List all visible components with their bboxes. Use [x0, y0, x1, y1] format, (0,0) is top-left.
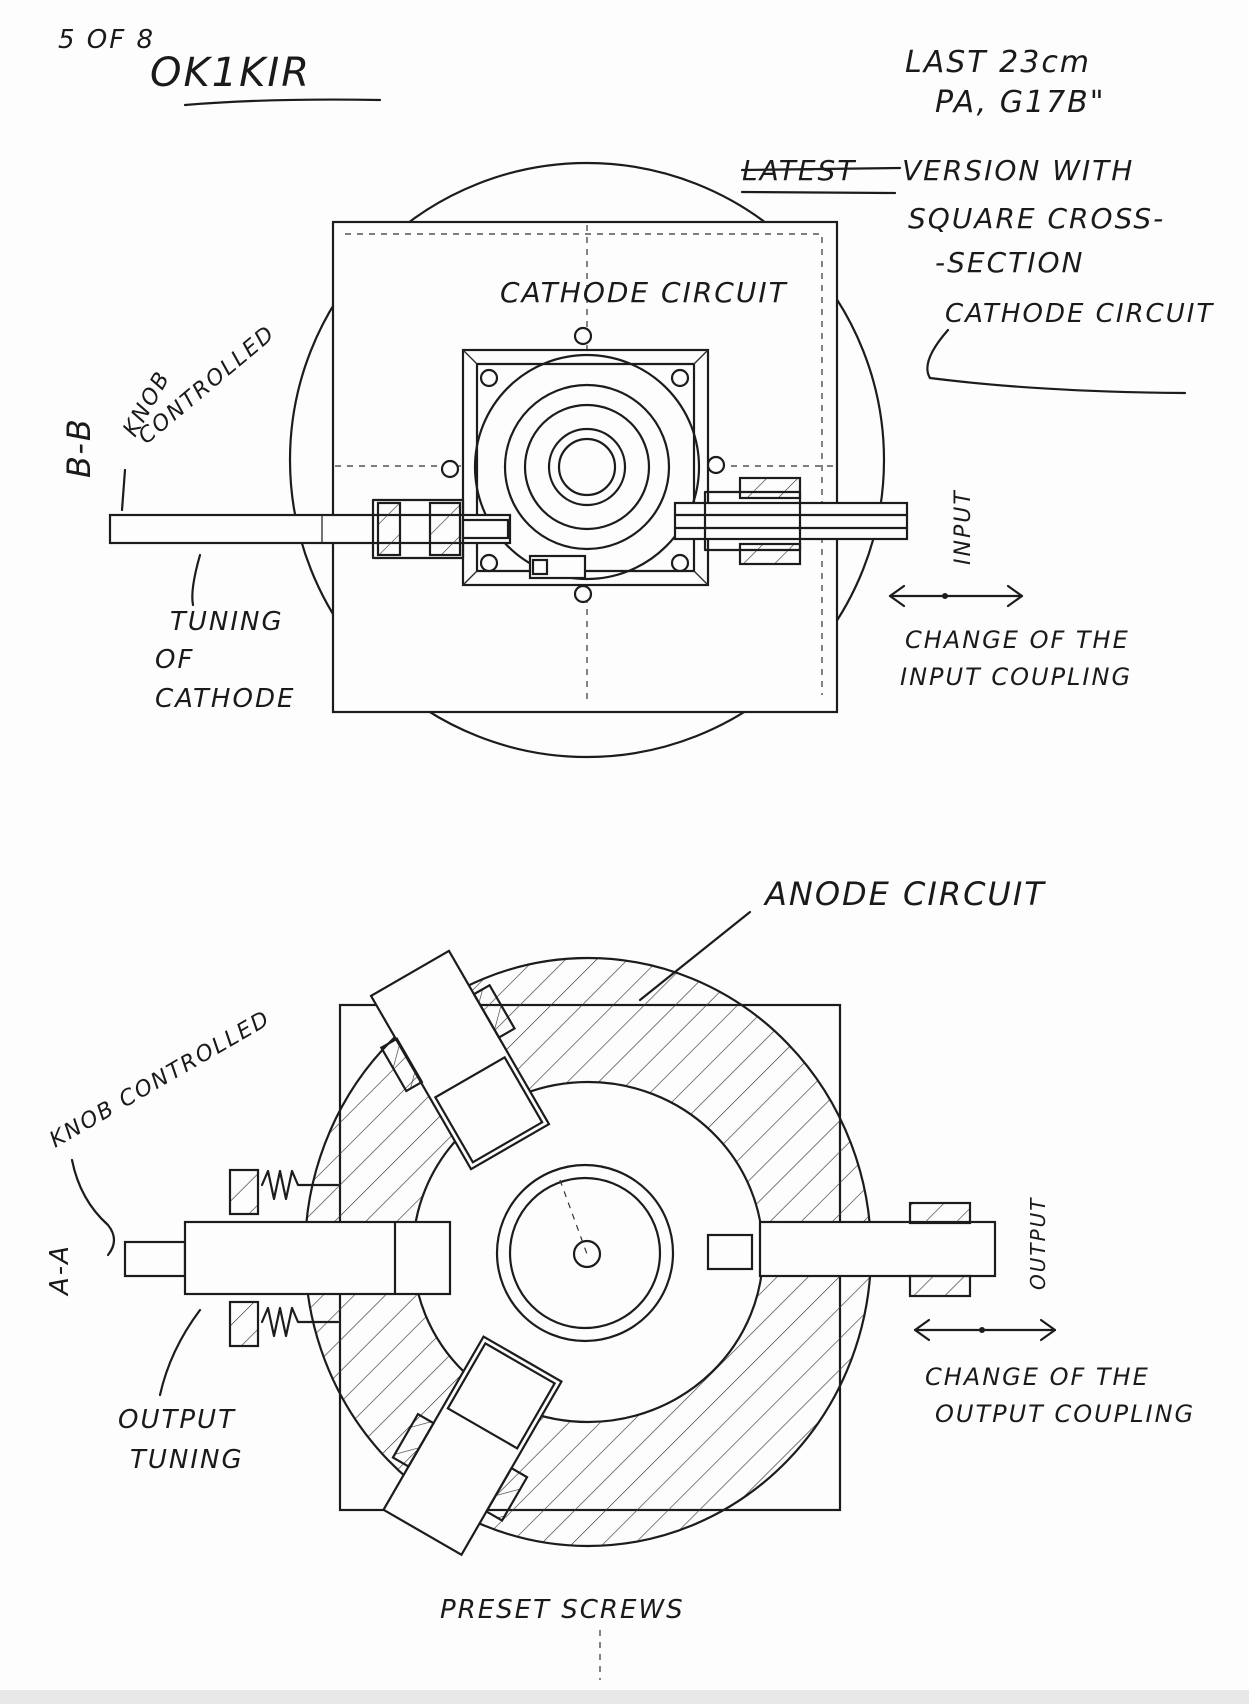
coax-collar [703, 490, 802, 552]
cavity-outline-circle [288, 161, 886, 759]
spring-upper-icon [228, 1168, 340, 1216]
bushing-hatch [428, 501, 462, 557]
coupling-probe [706, 1233, 754, 1271]
square-plate [331, 220, 839, 714]
preset-block-lower [382, 1335, 563, 1557]
coax-clamp [738, 542, 802, 566]
header-line-2: PA, G17B" [935, 85, 1106, 120]
output-tuning-line-1: OUTPUT [118, 1405, 236, 1435]
box-corner-line [693, 349, 709, 365]
screw-icon [670, 553, 690, 573]
version-underline [740, 190, 897, 195]
box-corner-line [462, 349, 478, 365]
version-bracket [926, 328, 1187, 395]
output-coupling-arrow-icon [913, 1318, 1057, 1342]
output-coax [758, 1220, 997, 1278]
version-line-1: VERSION WITH [902, 154, 1134, 187]
cathode-ring-outer [473, 353, 701, 581]
cathode-ring-5 [557, 437, 617, 497]
output-clamp [908, 1274, 972, 1298]
version-line-3: -SECTION [935, 246, 1084, 279]
bushing-hatch [376, 501, 402, 557]
knob-leader-bottom [70, 1158, 116, 1257]
anode-leader [638, 910, 752, 1002]
tuning-label-line-1: TUNING [170, 607, 284, 637]
bottom-view-anode: ANODE CIRCUIT KNOB CONTROLLED A-A OUTPUT… [45, 875, 1195, 1680]
adjuster-hatch [531, 558, 549, 576]
shaft-tip [461, 518, 510, 540]
cathode-circuit-label: CATHODE CIRCUIT [500, 276, 788, 309]
cathode-ring-4 [547, 427, 627, 507]
input-coax [673, 501, 909, 541]
author-underline [183, 98, 382, 107]
screw-icon [479, 553, 499, 573]
page-number: 5 OF 8 [58, 25, 155, 55]
box-corner-line [693, 570, 709, 586]
screw-icon [706, 455, 726, 475]
section-label-bb: B-B [60, 417, 98, 478]
preset-screws-label: PRESET SCREWS [440, 1595, 685, 1625]
spring-lower-icon [228, 1300, 340, 1348]
screw-icon [440, 459, 460, 479]
input-coupling-arrow-icon [888, 584, 1024, 608]
header: 5 OF 8 OK1KIR LAST 23cm PA, G17B" [58, 25, 1106, 120]
anode-tube-ring-2 [508, 1176, 662, 1330]
output-tuning-knob [123, 1240, 187, 1278]
top-view-cathode: CATHODE CIRCUIT LATEST VERSION WITH SQUA… [60, 154, 1214, 759]
tuning-label-line-3: CATHODE [155, 684, 295, 714]
anode-center-line [559, 1179, 588, 1255]
input-coupling-line-1: CHANGE OF THE [905, 626, 1130, 654]
header-line-1: LAST 23cm [905, 45, 1091, 80]
knob-controlled-label: KNOB CONTROLLED [46, 1006, 276, 1153]
anode-circuit-label: ANODE CIRCUIT [763, 875, 1046, 913]
cathode-ring-2 [503, 383, 671, 551]
knob-leader [120, 468, 127, 512]
anode-center-pin [572, 1239, 602, 1269]
screw-icon [573, 584, 593, 604]
output-tuning-rod [183, 1220, 452, 1296]
version-line-2: SQUARE CROSS- [908, 202, 1165, 235]
plate-inner-dashed [345, 233, 823, 695]
screw-icon [479, 368, 499, 388]
output-tuning-line-2: TUNING [130, 1445, 244, 1475]
input-coupling-line-2: INPUT COUPLING [900, 663, 1132, 691]
output-clamp [908, 1201, 972, 1225]
cathode-ring-3 [523, 403, 651, 531]
section-label-aa: A-A [45, 1244, 75, 1297]
anode-tube-ring-1 [495, 1163, 675, 1343]
author-callsign: OK1KIR [150, 50, 311, 96]
output-coupling-line-2: OUTPUT COUPLING [935, 1400, 1195, 1428]
coax-clamp [738, 476, 802, 500]
output-label: OUTPUT [1026, 1196, 1050, 1290]
strike-through [740, 166, 902, 172]
tuning-label-line-2: OF [155, 645, 194, 675]
output-coupling-line-1: CHANGE OF THE [925, 1363, 1150, 1391]
screw-heads [440, 326, 726, 604]
screw-icon [670, 368, 690, 388]
scan-edge [0, 1690, 1249, 1704]
box-corner-line [462, 570, 478, 586]
tuning-leader [191, 553, 202, 607]
preset-block-upper [369, 949, 551, 1171]
input-label: INPUT [951, 489, 976, 565]
version-line-4: CATHODE CIRCUIT [945, 299, 1214, 329]
screw-icon [573, 326, 593, 346]
output-tuning-leader [158, 1308, 202, 1397]
